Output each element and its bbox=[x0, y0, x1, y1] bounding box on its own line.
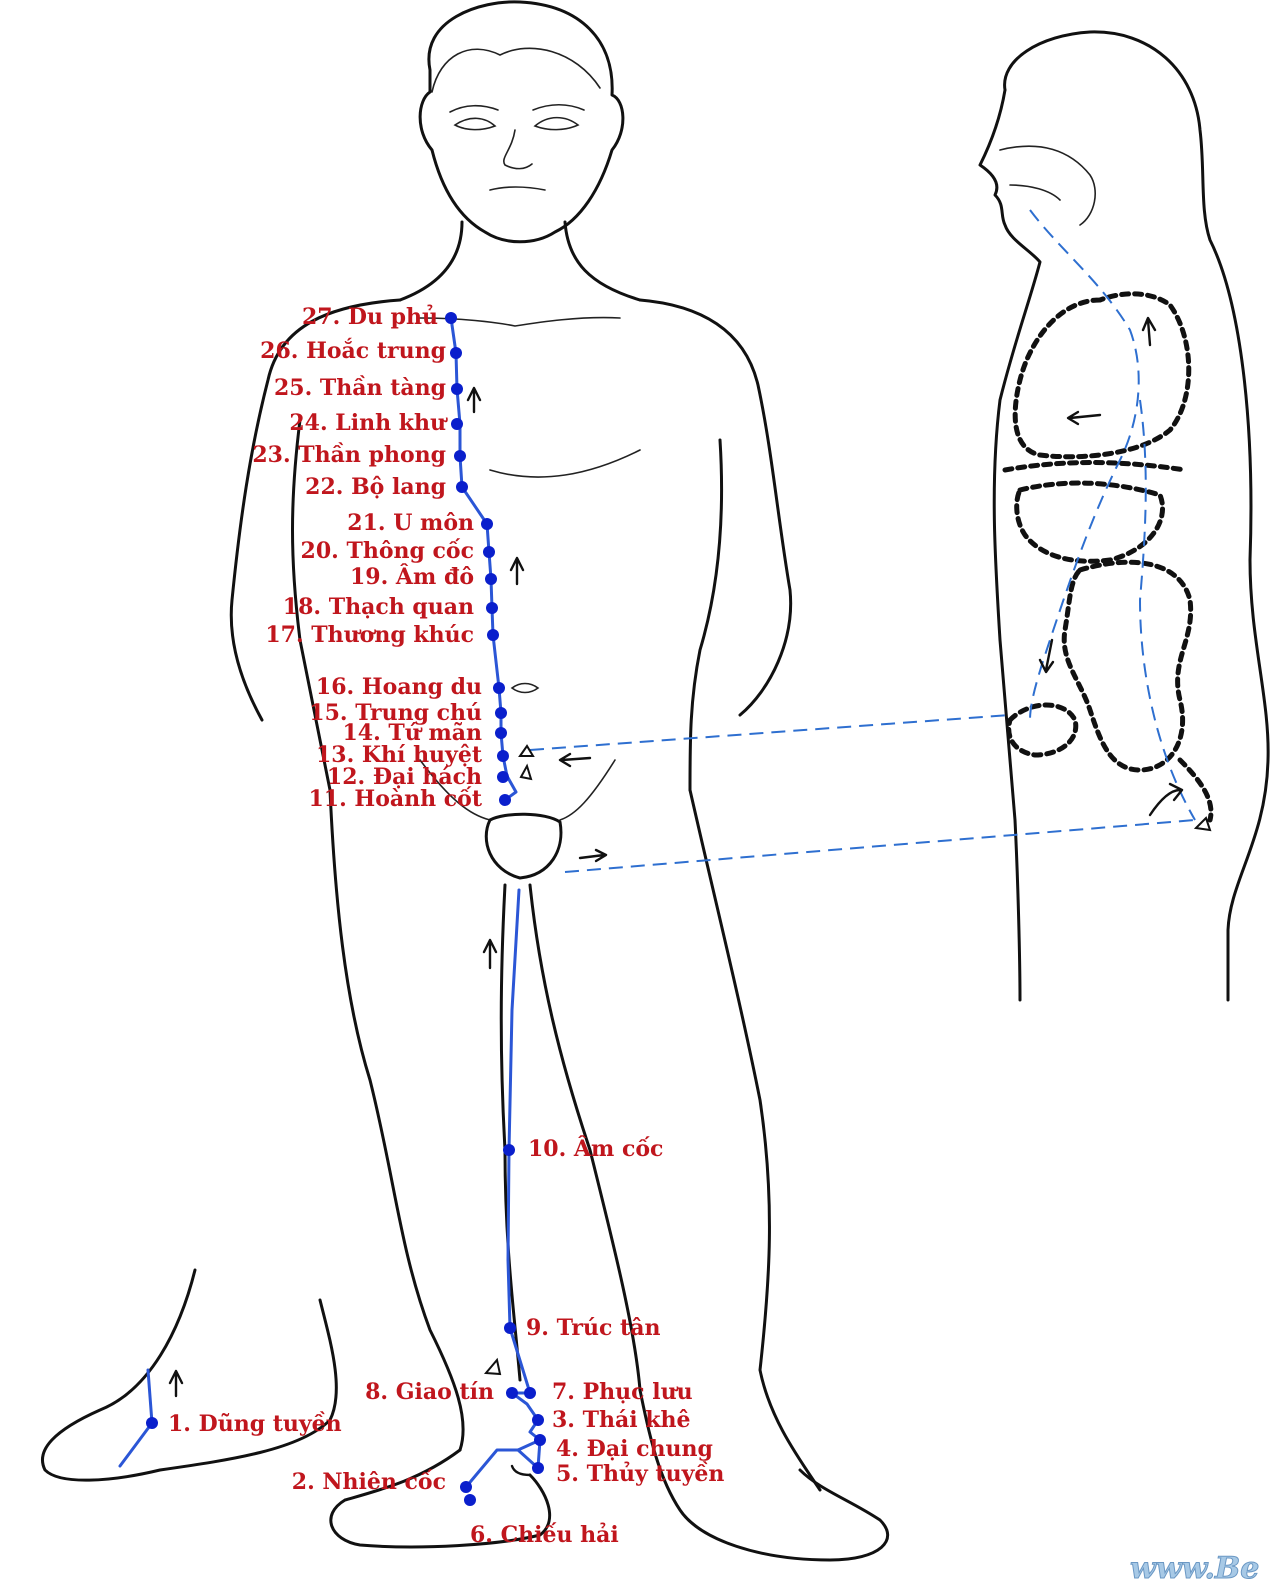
internal-arrow-left bbox=[1068, 412, 1100, 424]
acupoint-dot-19 bbox=[485, 573, 497, 585]
acupoint-dot-20 bbox=[483, 546, 495, 558]
acupoint-dot-23 bbox=[454, 450, 466, 462]
arrow-inset-up bbox=[170, 1371, 182, 1396]
acupoint-dot-25 bbox=[451, 383, 463, 395]
left-brow bbox=[450, 106, 498, 112]
acupoint-label-18: 18. Thạch quan bbox=[283, 594, 474, 620]
side-profile bbox=[1005, 32, 1269, 1000]
side-figure bbox=[980, 32, 1268, 1000]
diaphragm bbox=[1005, 463, 1185, 471]
acupoint-label-19: 19. Âm đô bbox=[350, 563, 474, 590]
head-outline bbox=[420, 2, 623, 242]
acupoint-dot-18 bbox=[486, 602, 498, 614]
genitals bbox=[486, 814, 561, 878]
acupoint-dot-10 bbox=[503, 1144, 515, 1156]
connection-upper bbox=[530, 715, 1010, 750]
acupoint-dot-17 bbox=[487, 629, 499, 641]
navel bbox=[512, 684, 538, 693]
acupoint-label-7: 7. Phục lưu bbox=[552, 1379, 693, 1405]
acupoint-dot-21 bbox=[481, 518, 493, 530]
acupoint-dot-12 bbox=[497, 771, 509, 783]
neck-left bbox=[400, 222, 462, 300]
right-eye bbox=[535, 118, 578, 130]
arrow-to-body bbox=[560, 754, 590, 766]
acupoint-label-10: 10. Âm cốc bbox=[528, 1135, 663, 1162]
colon-tail bbox=[1180, 760, 1211, 820]
arrow-chest-up bbox=[468, 388, 480, 412]
acupoint-label-24: 24. Linh khư bbox=[289, 410, 448, 436]
acupoint-label-26: 26. Hoắc trung bbox=[260, 337, 446, 364]
acupoint-dot-7 bbox=[524, 1387, 536, 1399]
acupoint-label-23: 23. Thần phong bbox=[252, 442, 446, 468]
acupoint-label-22: 22. Bộ lang bbox=[305, 474, 446, 500]
chest-line bbox=[490, 450, 640, 477]
acupoint-dot-24 bbox=[451, 418, 463, 430]
left-eye bbox=[455, 118, 495, 129]
acupoint-dot-26 bbox=[450, 347, 462, 359]
acupoint-dot-27 bbox=[445, 312, 457, 324]
acupoint-label-16: 16. Hoang du bbox=[316, 674, 482, 700]
right-brow bbox=[533, 105, 584, 110]
acupoint-label-27: 27. Du phủ bbox=[302, 304, 438, 330]
nose bbox=[504, 130, 532, 169]
internal-arrow-up bbox=[1143, 318, 1155, 345]
right-shoulder-arm bbox=[640, 300, 791, 715]
mouth bbox=[490, 187, 545, 190]
acupoint-dot-2 bbox=[460, 1481, 472, 1493]
watermark: www.Be bbox=[1130, 1551, 1259, 1582]
acupoint-label-8: 8. Giao tín bbox=[365, 1379, 494, 1405]
intestines bbox=[1064, 562, 1190, 770]
acupoint-label-1: 1. Dũng tuyền bbox=[168, 1411, 342, 1437]
connection-lines bbox=[486, 715, 1195, 1374]
acupoint-label-15: 15. Trung chú bbox=[309, 700, 482, 726]
acupoint-dot-16 bbox=[493, 682, 505, 694]
triangle-marker-13 bbox=[520, 746, 533, 756]
acupoint-dot-22 bbox=[456, 481, 468, 493]
arrow-leg-up bbox=[484, 940, 496, 968]
triangle-marker-leg bbox=[486, 1360, 500, 1374]
acupoint-dot-13 bbox=[497, 750, 509, 762]
acupoint-label-20: 20. Thông cốc bbox=[301, 538, 474, 564]
acupoint-label-2: 2. Nhiên cốc bbox=[292, 1469, 446, 1495]
connection-middle bbox=[565, 820, 1195, 872]
acupoint-dot-8 bbox=[506, 1387, 518, 1399]
right-leg-outer bbox=[690, 790, 820, 1490]
side-mouth bbox=[1010, 185, 1060, 200]
acupoint-label-9: 9. Trúc tân bbox=[526, 1315, 660, 1341]
acupoint-dot-1 bbox=[146, 1417, 158, 1429]
acupoint-label-25: 25. Thần tàng bbox=[274, 375, 446, 401]
triangle-marker-12 bbox=[521, 766, 531, 779]
left-leg-outer bbox=[330, 790, 463, 1450]
acupoint-dot-5 bbox=[532, 1462, 544, 1474]
acupoint-dot-4 bbox=[534, 1434, 546, 1446]
acupoint-label-17: 17. Thương khúc bbox=[265, 622, 474, 648]
acupoint-label-5: 5. Thủy tuyền bbox=[556, 1461, 724, 1487]
neck-right bbox=[565, 222, 640, 300]
acupoint-dot-6 bbox=[464, 1494, 476, 1506]
groin-right bbox=[560, 760, 615, 820]
internal-arrow-curve bbox=[1150, 784, 1182, 815]
acupoint-label-6: 6. Chiếu hải bbox=[470, 1522, 619, 1548]
acupoint-label-3: 3. Thái khê bbox=[552, 1407, 691, 1433]
lung bbox=[1015, 294, 1189, 457]
arrow-from-genitals bbox=[580, 850, 606, 861]
acupoint-dot-9 bbox=[504, 1322, 516, 1334]
arrow-foot-curve bbox=[512, 1466, 530, 1475]
arrow-abdomen-up bbox=[511, 558, 523, 584]
inset-foot bbox=[42, 1270, 336, 1480]
acupoint-dot-3 bbox=[532, 1414, 544, 1426]
acupoint-label-4: 4. Đại chung bbox=[556, 1436, 713, 1462]
acupoint-label-21: 21. U môn bbox=[347, 510, 474, 536]
acupoint-dot-11 bbox=[499, 794, 511, 806]
acupoint-dot-14 bbox=[495, 727, 507, 739]
stomach bbox=[1017, 483, 1163, 561]
acupoint-dot-15 bbox=[495, 707, 507, 719]
hairline bbox=[432, 48, 600, 92]
bladder bbox=[1009, 705, 1076, 755]
